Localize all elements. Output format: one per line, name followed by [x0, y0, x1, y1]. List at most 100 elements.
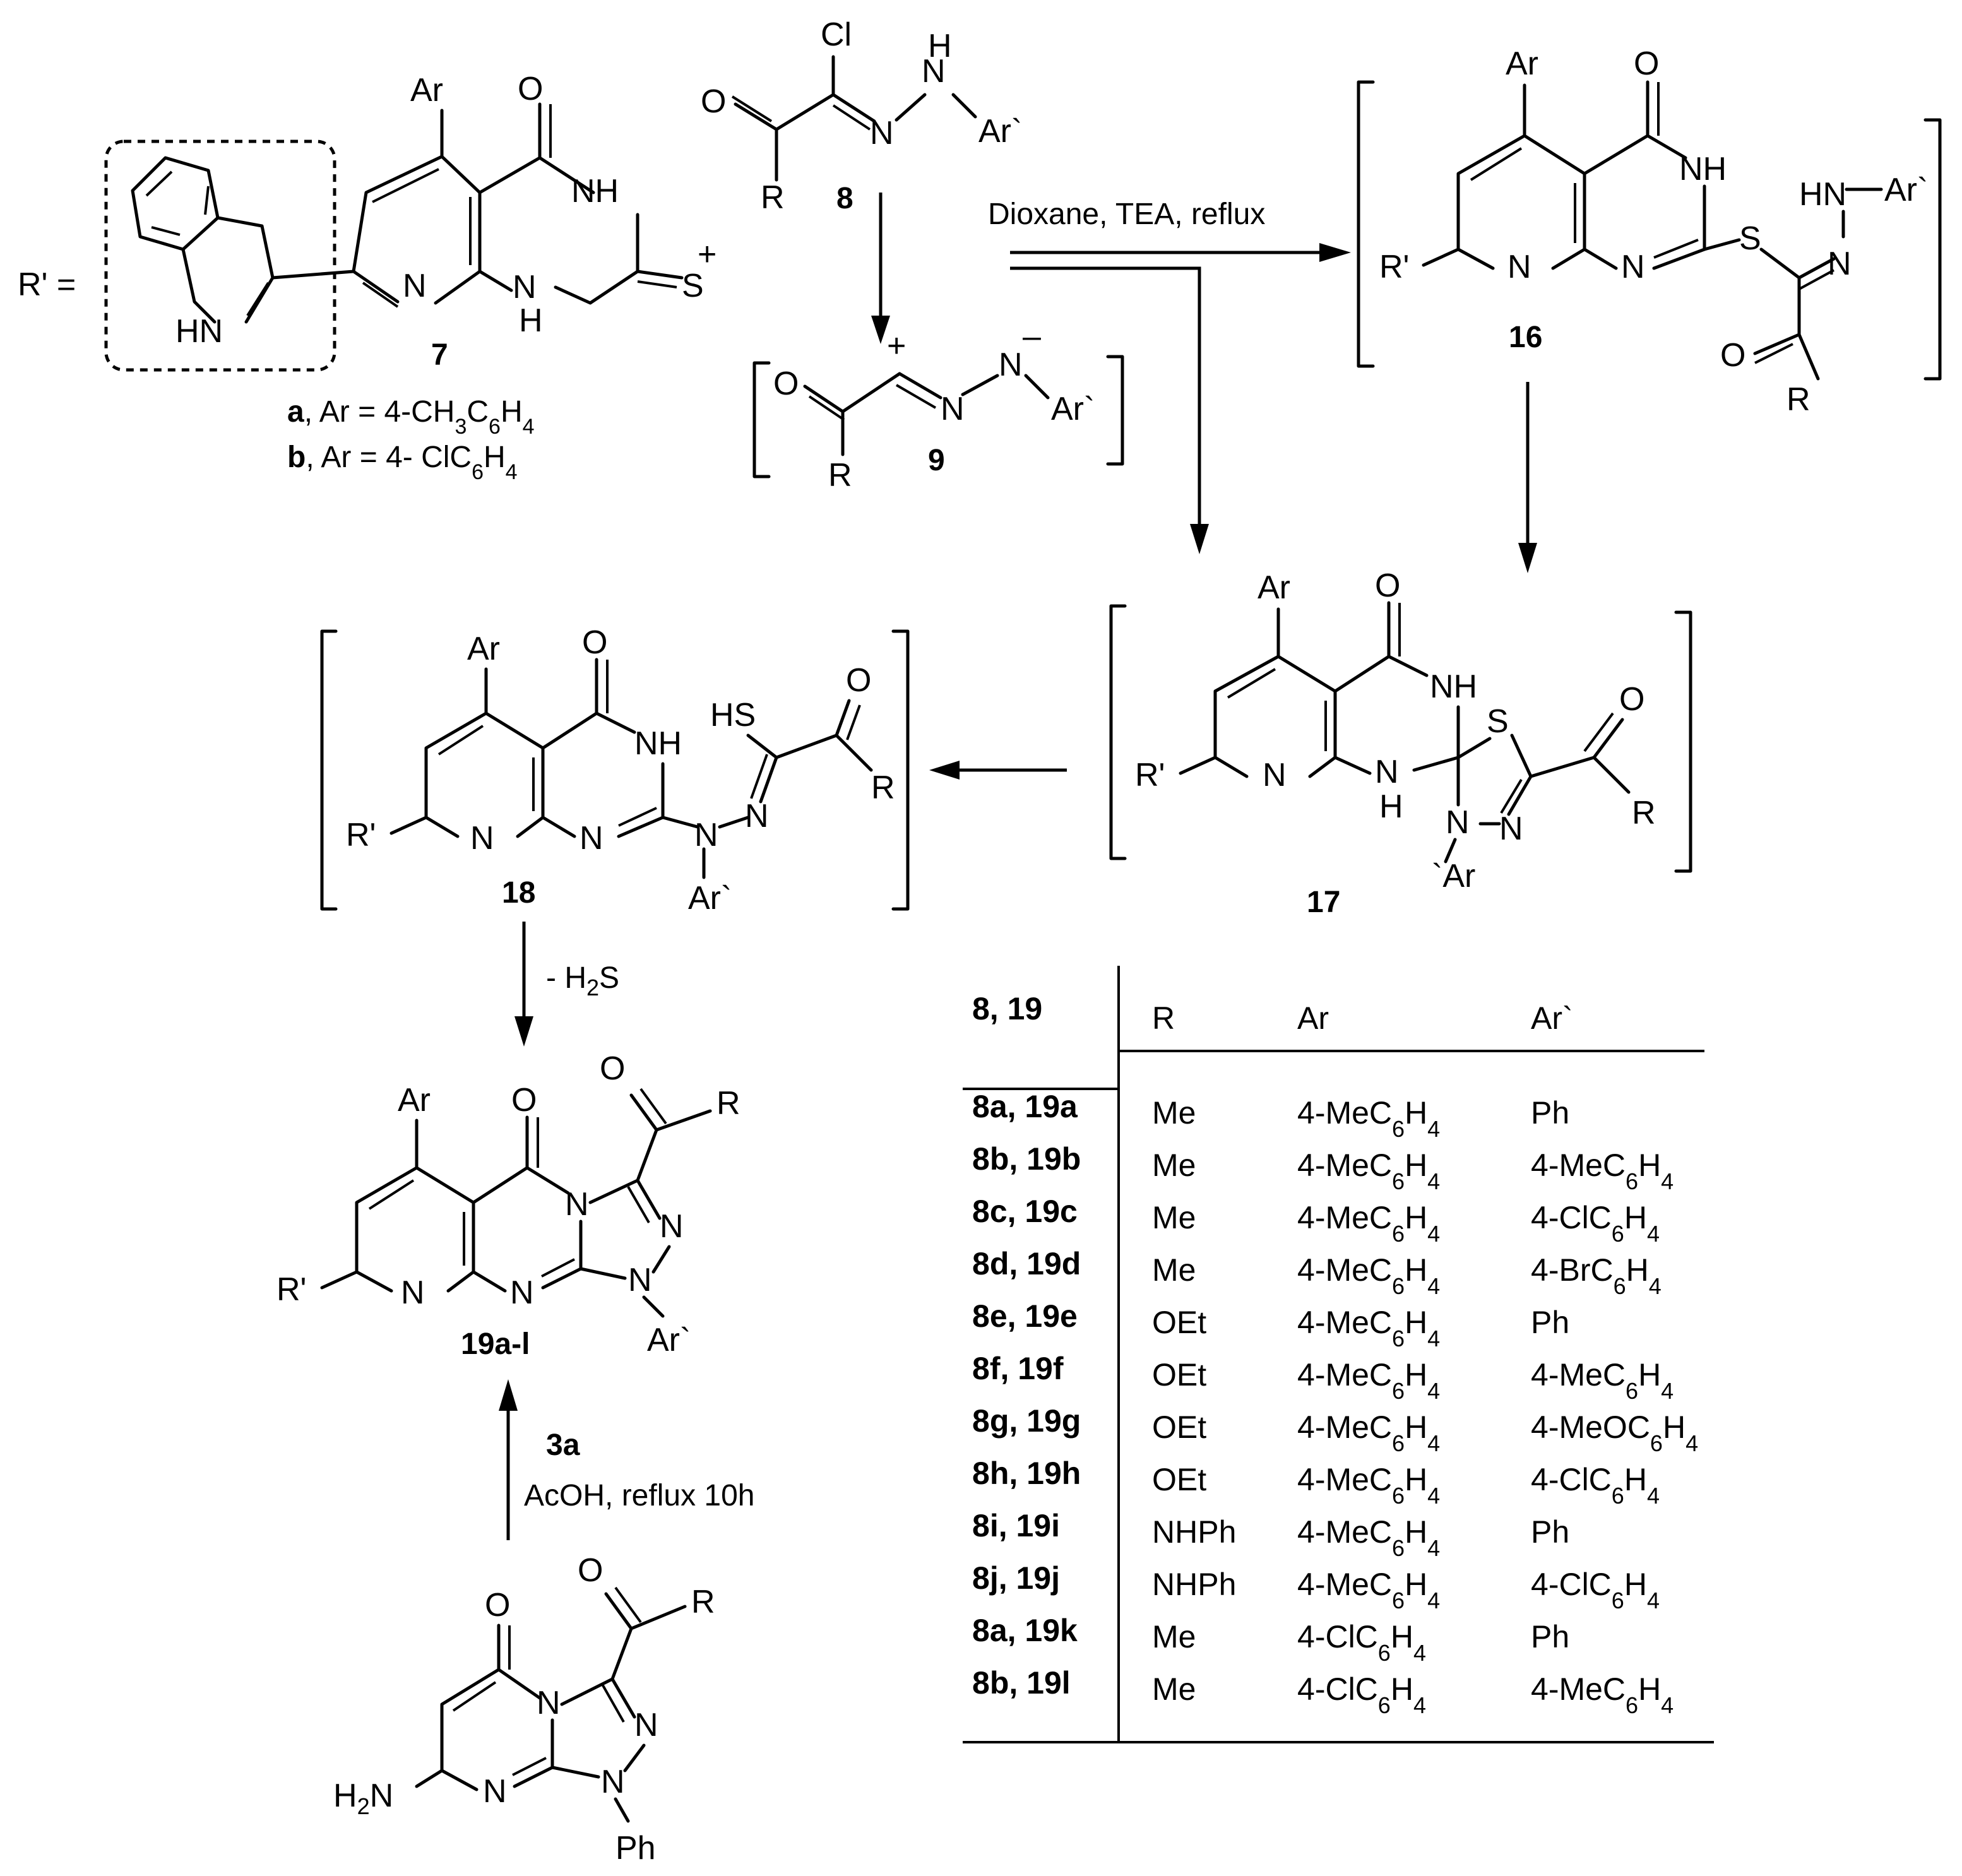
svg-text:N: N [510, 1274, 534, 1311]
compound-18-structure: Ar N R' O NH N N Ar` N HS O R 18 [320, 624, 910, 917]
svg-text:R': R' [276, 1271, 306, 1308]
table-cell-compound: 8i, 19i [972, 1508, 1060, 1543]
table-header-ar: Ar [1297, 1000, 1329, 1036]
svg-text:H: H [1379, 788, 1403, 825]
svg-text:HS: HS [710, 697, 756, 733]
svg-text:Cl: Cl [821, 16, 852, 53]
table-cell-r: Me [1152, 1619, 1196, 1654]
svg-text:Ar`: Ar` [688, 880, 732, 917]
table-cell-r: Me [1152, 1252, 1196, 1288]
svg-text:N: N [634, 1707, 658, 1743]
table-cell-ar-prime: Ph [1531, 1305, 1569, 1340]
table-cell-ar-prime: 4-ClC6H4 [1531, 1200, 1660, 1247]
svg-text:O: O [773, 365, 799, 402]
svg-text:Ar: Ar [1257, 569, 1290, 606]
table-cell-r: Me [1152, 1671, 1196, 1707]
svg-text:R': R' [1135, 757, 1165, 793]
table-cell-compound: 8c, 19c [972, 1194, 1078, 1229]
compound-7-variant-a: a, Ar = 4-CH3C6H4 [287, 395, 535, 439]
table-header-ar-prime: Ar` [1531, 1000, 1573, 1036]
svg-text:N: N [403, 268, 427, 304]
svg-text:O: O [1619, 681, 1644, 718]
svg-text:R: R [1787, 381, 1810, 418]
table-cell-ar-prime: 4-ClC6H4 [1531, 1462, 1660, 1509]
svg-text:O: O [518, 71, 543, 107]
svg-text:H: H [928, 28, 952, 64]
svg-text:Ar`: Ar` [1051, 391, 1095, 427]
svg-text:N: N [1621, 249, 1645, 285]
table-cell-compound: 8j, 19j [972, 1560, 1060, 1596]
table-cell-r: NHPh [1152, 1567, 1236, 1602]
svg-text:`Ar: `Ar [1432, 858, 1475, 894]
compound-16-label: 16 [1509, 321, 1542, 354]
table-cell-ar: 4-MeC6H4 [1297, 1148, 1440, 1194]
table-cell-ar: 4-MeC6H4 [1297, 1567, 1440, 1613]
svg-text:H2N: H2N [333, 1778, 393, 1819]
svg-text:R: R [1632, 795, 1656, 831]
svg-text:Ar: Ar [1506, 45, 1538, 82]
table-cell-r: NHPh [1152, 1514, 1236, 1550]
table-cell-ar: 4-MeC6H4 [1297, 1357, 1440, 1404]
svg-text:N: N [483, 1773, 507, 1810]
svg-text:N: N [941, 391, 965, 427]
svg-text:S: S [1487, 703, 1509, 740]
table-cell-ar: 4-MeC6H4 [1297, 1200, 1440, 1247]
svg-text:O: O [1634, 45, 1659, 82]
table-cell-r: OEt [1152, 1305, 1206, 1340]
table-cell-ar-prime: Ph [1531, 1095, 1569, 1131]
svg-text:S: S [1739, 220, 1761, 257]
svg-text:N: N [870, 115, 894, 151]
svg-text:N: N [1499, 810, 1523, 847]
rprime-definition: R' = HN [18, 140, 336, 372]
svg-text:Ar`: Ar` [1884, 172, 1928, 208]
svg-text:Ar: Ar [398, 1082, 431, 1119]
table-cell-compound: 8d, 19d [972, 1246, 1081, 1281]
table-cell-ar: 4-MeC6H4 [1297, 1305, 1440, 1351]
table-cell-compound: 8b, 19l [972, 1665, 1071, 1701]
table-header-r: R [1152, 1000, 1175, 1036]
compound-7-variant-b: b, Ar = 4- ClC6H4 [287, 441, 518, 484]
svg-text:N: N [537, 1685, 561, 1721]
compound-8-structure: Cl O R N N H Ar` 8 [701, 16, 1022, 344]
compound-7-structure: N Ar O NH N H S 7 a, Ar = 4-CH3C6H4 b, A… [271, 71, 704, 484]
table-cell-ar-prime: 4-MeC6H4 [1531, 1671, 1674, 1718]
compound-17-label: 17 [1307, 886, 1340, 919]
svg-text:N: N [1828, 246, 1852, 282]
table-cell-r: OEt [1152, 1357, 1206, 1392]
svg-text:N: N [513, 269, 537, 306]
svg-text:N: N [565, 1186, 589, 1223]
svg-text:Ar: Ar [410, 72, 443, 109]
compound-3a-structure: O N N H2N N N Ph O R [333, 1552, 715, 1867]
table-cell-r: OEt [1152, 1462, 1206, 1497]
compound-7-number: 7 [431, 338, 448, 372]
svg-text:N: N [1263, 757, 1287, 793]
svg-text:N: N [470, 820, 494, 857]
condition-alternate: AcOH, reflux 10h [524, 1479, 754, 1512]
compound-19-label: 19a-l [461, 1327, 530, 1361]
svg-text:O: O [485, 1587, 510, 1624]
table-cell-compound: 8a, 19k [972, 1613, 1078, 1648]
svg-text:H: H [519, 302, 543, 339]
svg-text:N: N [745, 798, 769, 834]
table-cell-ar: 4-ClC6H4 [1297, 1671, 1426, 1718]
table-cell-ar: 4-ClC6H4 [1297, 1619, 1426, 1666]
svg-text:N: N [580, 820, 603, 857]
svg-text:N: N [601, 1764, 625, 1800]
table-cell-ar: 4-MeC6H4 [1297, 1514, 1440, 1561]
svg-text:N: N [401, 1274, 425, 1311]
table-cell-compound: 8g, 19g [972, 1403, 1081, 1439]
main-reaction-arrow: Dioxane, TEA, reflux [988, 198, 1351, 554]
svg-text:NH: NH [1679, 151, 1727, 187]
svg-text:Ar`: Ar` [647, 1322, 691, 1358]
svg-text:NH: NH [1430, 668, 1477, 705]
table-cell-ar: 4-MeC6H4 [1297, 1410, 1440, 1456]
svg-text:N: N [660, 1208, 684, 1245]
table-cell-ar: 4-MeC6H4 [1297, 1252, 1440, 1299]
table-cell-ar: 4-MeC6H4 [1297, 1462, 1440, 1509]
table-cell-ar-prime: 4-BrC6H4 [1531, 1252, 1662, 1299]
arrow-3a-to-19: 3a AcOH, reflux 10h [499, 1379, 754, 1540]
svg-text:Ph: Ph [615, 1830, 656, 1867]
